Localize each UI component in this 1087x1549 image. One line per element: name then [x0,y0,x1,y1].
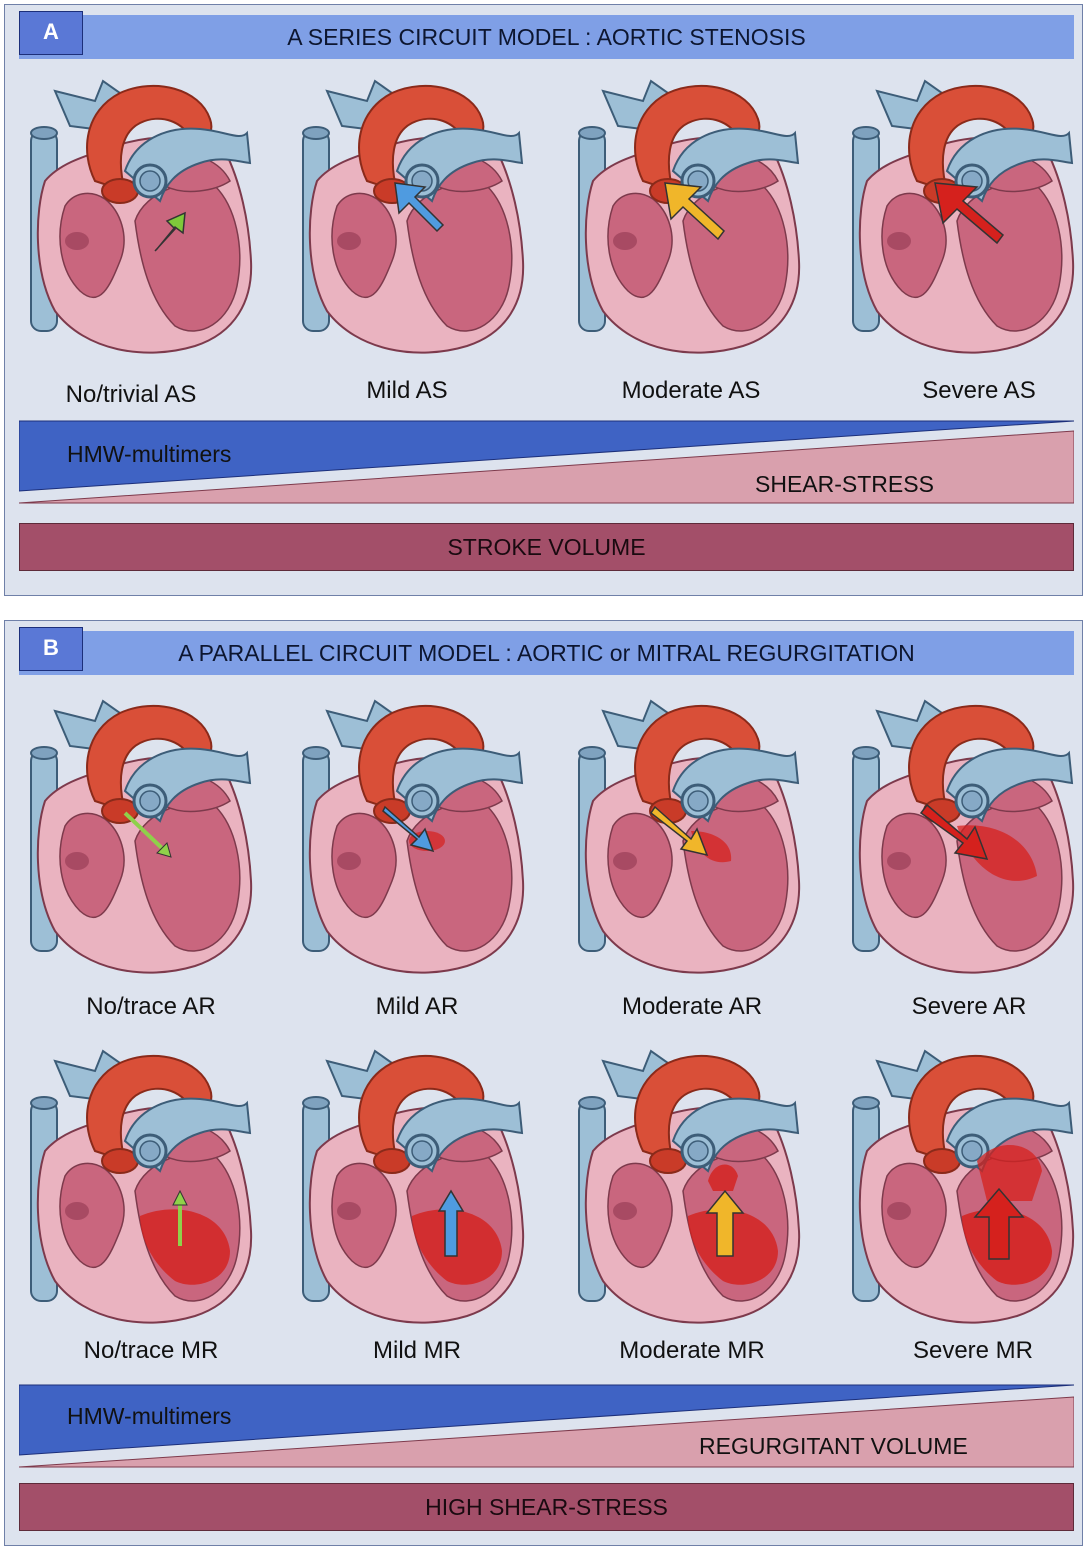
label-no-trace-ar: No/trace AR [21,993,281,1021]
panel-a-title: A SERIES CIRCUIT MODEL : AORTIC STENOSIS [19,15,1074,59]
label-mild-ar: Mild AR [287,993,547,1021]
panel-a: A A SERIES CIRCUIT MODEL : AORTIC STENOS… [4,4,1083,596]
panel-a-title-bar: A A SERIES CIRCUIT MODEL : AORTIC STENOS… [19,15,1074,59]
heart-severe-ar [847,691,1077,981]
high-shear-stress-bar: HIGH SHEAR-STRESS [19,1483,1074,1531]
panel-b-title-bar: B A PARALLEL CIRCUIT MODEL : AORTIC or M… [19,631,1074,675]
panel-b: B A PARALLEL CIRCUIT MODEL : AORTIC or M… [4,620,1083,1546]
stroke-volume-bar: STROKE VOLUME [19,523,1074,571]
heart-no-trivial-as [25,71,255,361]
label-no-trace-mr: No/trace MR [21,1337,281,1365]
heart-moderate-ar [573,691,803,981]
label-moderate-as: Moderate AS [561,377,821,405]
label-severe-ar: Severe AR [839,993,1087,1021]
heart-severe-mr [847,1041,1077,1331]
shear-stress-label: SHEAR-STRESS [755,471,934,498]
label-severe-as: Severe AS [849,377,1087,405]
hmw-multimers-label: HMW-multimers [67,441,231,468]
heart-no-trace-mr [25,1041,255,1331]
heart-mild-ar [297,691,527,981]
regurgitant-volume-label: REGURGITANT VOLUME [699,1433,968,1460]
label-mild-as: Mild AS [277,377,537,405]
heart-severe-as [847,71,1077,361]
heart-mild-as [297,71,527,361]
label-severe-mr: Severe MR [843,1337,1087,1365]
heart-moderate-as [573,71,803,361]
label-mild-mr: Mild MR [287,1337,547,1365]
label-moderate-ar: Moderate AR [562,993,822,1021]
heart-no-trace-ar [25,691,255,981]
hmw-multimers-label-b: HMW-multimers [67,1403,231,1430]
label-no-trivial-as: No/trivial AS [1,381,261,409]
heart-moderate-mr [573,1041,803,1331]
heart-mild-mr [297,1041,527,1331]
panel-b-title: A PARALLEL CIRCUIT MODEL : AORTIC or MIT… [19,631,1074,675]
label-moderate-mr: Moderate MR [562,1337,822,1365]
